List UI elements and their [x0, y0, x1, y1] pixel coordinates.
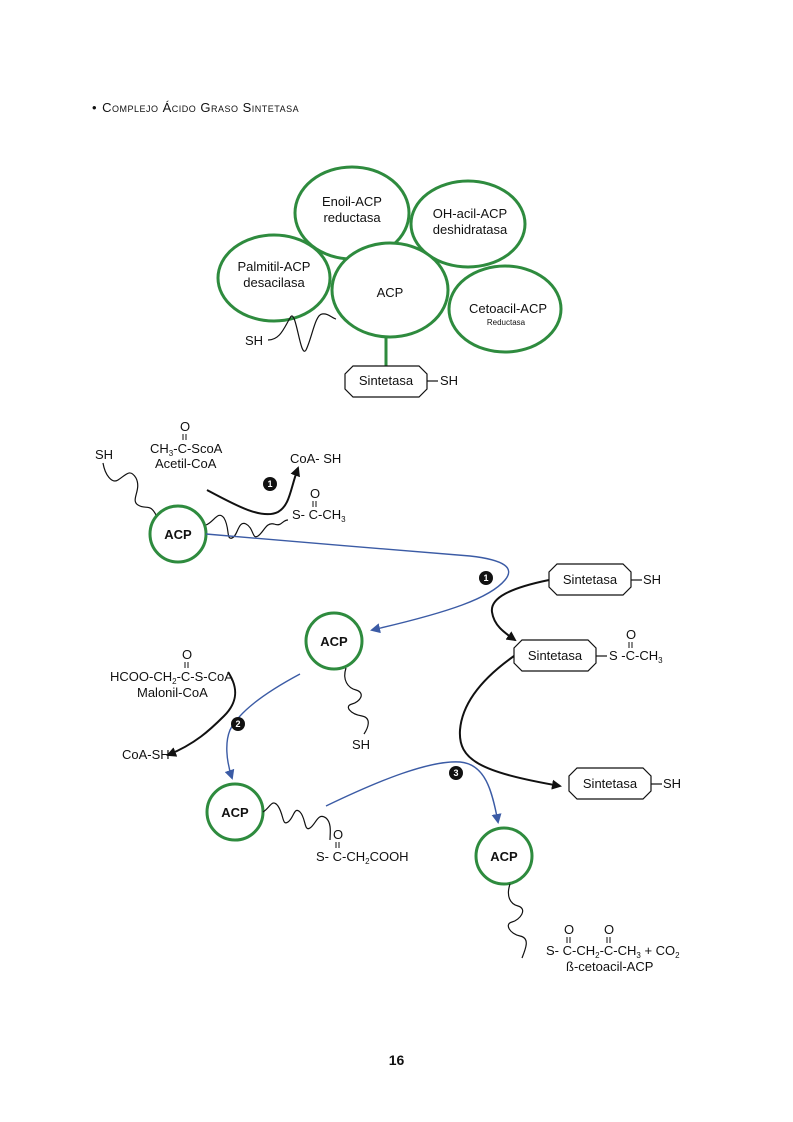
- sh-sintetasa-3: SH: [663, 776, 681, 791]
- transfer-black-arrow: [490, 579, 550, 642]
- svg-text:1: 1: [483, 573, 488, 583]
- step2-prod-o: O: [333, 827, 343, 842]
- ohacil-label-1: OH-acil-ACP: [433, 206, 507, 221]
- cetoacil-label-2: Reductasa: [487, 318, 526, 327]
- sintetasa-octagon-2: [513, 639, 597, 672]
- page-number: 16: [388, 1052, 405, 1068]
- sh-wave-step1: [102, 462, 157, 516]
- sh-wave-top: [267, 313, 337, 352]
- cetoacil-label-1: Cetoacil-ACP: [469, 301, 547, 316]
- reaction-arrow-step1: [206, 466, 300, 516]
- sintetasa-octagon-3: [568, 767, 652, 800]
- fatty-acid-synthase-complex: Enoil-ACP reductasa OH-acil-ACP deshidra…: [216, 165, 563, 398]
- acyl-o: O: [310, 486, 320, 501]
- sintetasa-label-1: Sintetasa: [563, 572, 618, 587]
- acp-center-circle: [330, 241, 450, 339]
- acp-circle-step3: [474, 826, 534, 886]
- enoil-label-2: reductasa: [323, 210, 381, 225]
- cetoacil-acp-reductasa-circle: [447, 264, 563, 354]
- step2-prod-formula: S- C-CH2COOH: [316, 849, 409, 866]
- section-heading: • Complejo Ácido Graso Sintetasa: [92, 100, 299, 115]
- enoil-label-1: Enoil-ACP: [322, 194, 382, 209]
- step2-black-arrow: [166, 671, 237, 757]
- sh-wave-free: [344, 667, 369, 735]
- acp-label-free: ACP: [320, 634, 348, 649]
- step3-o2: O: [604, 922, 614, 937]
- step3-o1: O: [564, 922, 574, 937]
- transfer-badge: [479, 571, 493, 585]
- palmitil-label-1: Palmitil-ACP: [238, 259, 311, 274]
- coa-sh-step2: CoA-SH: [122, 747, 170, 762]
- palmitil-acp-desacilasa-circle: [216, 233, 332, 323]
- sintetasa-label-top: Sintetasa: [359, 373, 414, 388]
- step2-blue-arrow: [224, 673, 301, 780]
- svg-text:3: 3: [453, 768, 458, 778]
- acp-sh-label: SH: [352, 737, 370, 752]
- step2-badge: [231, 717, 245, 731]
- mid-o: O: [626, 627, 636, 642]
- bullet: •: [92, 100, 98, 115]
- step1: SH O CH3-C-ScoA Acetil-CoA CoA- SH 1 O S…: [95, 419, 346, 564]
- sh-right-label: SH: [440, 373, 458, 388]
- sintetasa-octagon-top: [344, 365, 428, 398]
- acp-center-label: ACP: [377, 285, 404, 300]
- acp-label-step3: ACP: [490, 849, 518, 864]
- sh-sintetasa-1: SH: [643, 572, 661, 587]
- sh-step1-label: SH: [95, 447, 113, 462]
- svg-text:1: 1: [267, 479, 272, 489]
- step1-badge: [263, 477, 277, 491]
- heading-text: Complejo Ácido Graso Sintetasa: [102, 100, 300, 115]
- step3: Sintetasa SH 3 ACP O O S- C-CH2-C-CH3 + …: [325, 655, 681, 974]
- sintetasa-octagon-1: [548, 563, 632, 596]
- acetyl-formula: CH3-C-ScoA: [150, 441, 223, 458]
- transfer-step: 1 Sintetasa SH Sintetasa O S -C-CH3 ACP …: [205, 533, 663, 752]
- transfer-blue-arrow: [205, 533, 510, 634]
- acyl-formula: S- C-CH3: [292, 507, 346, 524]
- step2: O HCOO-CH2-C-S-CoA Malonil-CoA CoA-SH 2 …: [110, 647, 409, 866]
- wave-step3: [507, 883, 527, 959]
- step3-prod-name: ß-cetoacil-ACP: [566, 959, 653, 974]
- step3-blue-arrow: [325, 761, 502, 824]
- svg-text:2: 2: [235, 719, 240, 729]
- step3-badge: [449, 766, 463, 780]
- malonyl-name: Malonil-CoA: [137, 685, 208, 700]
- acp-label-step2: ACP: [221, 805, 249, 820]
- wave-step2: [262, 802, 331, 841]
- ohacil-label-2: deshidratasa: [433, 222, 508, 237]
- acetyl-name: Acetil-CoA: [155, 456, 217, 471]
- sh-left-label: SH: [245, 333, 263, 348]
- acp-circle-free: [304, 611, 364, 671]
- malonyl-formula: HCOO-CH2-C-S-CoA: [110, 669, 233, 686]
- step3-black-arrow: [458, 655, 562, 790]
- palmitil-label-2: desacilasa: [243, 275, 305, 290]
- coa-sh-label: CoA- SH: [290, 451, 341, 466]
- mid-formula: S -C-CH3: [609, 648, 663, 665]
- step3-prod-formula: S- C-CH2-C-CH3 + CO2: [546, 943, 680, 960]
- acetyl-o: O: [180, 419, 190, 434]
- malonyl-o: O: [182, 647, 192, 662]
- oh-acil-acp-deshidratasa-circle: [409, 179, 527, 269]
- acyl-wave-step1: [205, 514, 289, 539]
- acp-label-step1: ACP: [164, 527, 192, 542]
- sintetasa-label-3: Sintetasa: [583, 776, 638, 791]
- sintetasa-label-2: Sintetasa: [528, 648, 583, 663]
